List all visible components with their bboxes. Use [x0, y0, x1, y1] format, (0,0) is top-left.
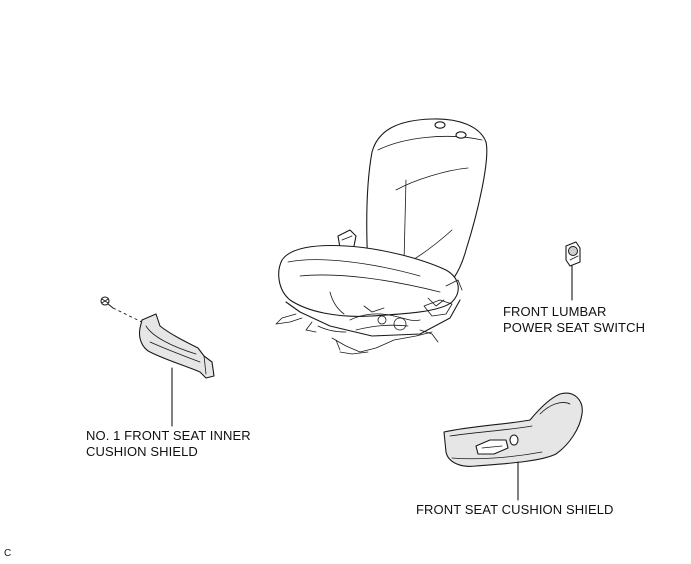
label-lumbar-switch-line-1: FRONT LUMBAR [503, 304, 607, 319]
label-cushion-shield: FRONT SEAT CUSHION SHIELD [416, 502, 614, 518]
inner-cushion-shield [138, 313, 215, 379]
seat-cushion [278, 245, 459, 317]
headrest-stay-left [434, 121, 446, 129]
cushion-shield-part [443, 392, 583, 501]
screw-dashed-line [112, 307, 147, 325]
corner-mark-text: C [4, 548, 12, 559]
front-seat-assembly [275, 118, 488, 355]
label-inner-cushion-shield: NO. 1 FRONT SEAT INNER CUSHION SHIELD [86, 428, 251, 460]
label-cushion-shield-text: FRONT SEAT CUSHION SHIELD [416, 502, 614, 517]
headrest-stay-right [455, 131, 467, 139]
lumbar-switch-part [565, 241, 581, 301]
seat-adjuster-frame [285, 299, 461, 337]
front-seat-cushion-shield [443, 392, 583, 467]
corner-mark: C [4, 548, 11, 560]
label-inner-cushion-shield-line-1: NO. 1 FRONT SEAT INNER [86, 428, 251, 443]
lumbar-switch-knob [568, 246, 578, 256]
recliner-switch-knob [509, 434, 519, 446]
label-lumbar-switch-line-2: POWER SEAT SWITCH [503, 320, 646, 335]
screw [100, 296, 114, 309]
label-lumbar-switch: FRONT LUMBAR POWER SEAT SWITCH [503, 304, 645, 336]
inner-cushion-shield-part [100, 296, 215, 427]
label-inner-cushion-shield-line-2: CUSHION SHIELD [86, 444, 198, 459]
